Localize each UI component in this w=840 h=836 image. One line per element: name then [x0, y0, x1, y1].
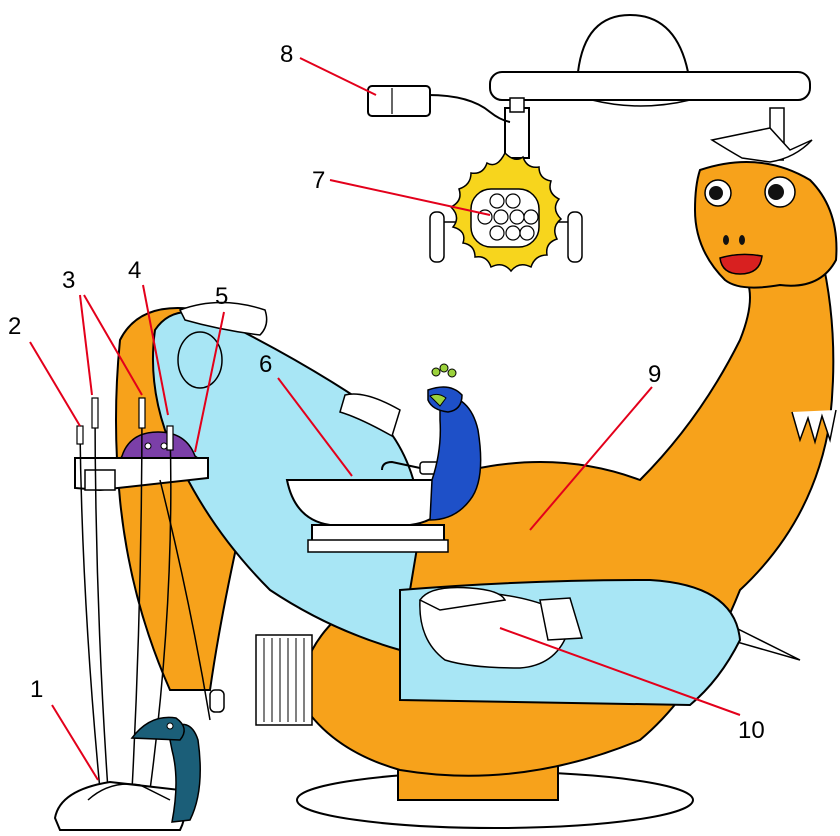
octopus-eye [161, 443, 167, 449]
callout-4: 4 [128, 257, 141, 284]
foot-pedal-base [55, 782, 185, 830]
callout-8: 8 [280, 41, 293, 68]
callout-2: 2 [8, 313, 21, 340]
callout-10: 10 [738, 717, 765, 744]
dinosaur-nostril-left [723, 235, 729, 245]
leader-line-3a [80, 295, 92, 395]
dinosaur-head-crest [712, 128, 812, 162]
lamp-bulb [490, 194, 504, 208]
foot-bird-nub [210, 690, 224, 712]
leader-line-2 [30, 342, 80, 426]
callout-1: 1 [30, 676, 43, 703]
lamp-bulb [490, 226, 504, 240]
octopus-eye [145, 443, 151, 449]
lamp-bulb [510, 210, 524, 224]
callout-3: 3 [62, 267, 75, 294]
foot-bird-head [132, 717, 184, 740]
leader-line-8 [300, 58, 376, 95]
lamp-bulb [506, 194, 520, 208]
foot-bird-eye [167, 723, 173, 729]
tray-holder [85, 470, 115, 490]
cuspidor-platform [308, 540, 448, 552]
dinosaur-nostril-right [739, 235, 745, 245]
foot-control [55, 690, 224, 830]
crest-feather [432, 368, 440, 376]
chair-bellows [256, 635, 312, 725]
air-water-syringe [77, 426, 83, 444]
crest-feather [440, 364, 448, 372]
crest-feather [448, 369, 456, 377]
lamp-handle-left [430, 212, 444, 262]
light-joint [510, 98, 524, 112]
lamp-bulb [520, 226, 534, 240]
dinosaur-pupil-right [768, 184, 784, 200]
dental-handpiece-1 [92, 398, 98, 428]
lamp-bulb [506, 226, 520, 240]
suction-tip [167, 426, 173, 450]
callout-9: 9 [648, 361, 661, 388]
ceiling-dome [578, 15, 688, 72]
callout-7: 7 [312, 167, 325, 194]
light-stem [505, 108, 529, 158]
leader-line-1 [52, 705, 98, 780]
dinosaur-pupil-left [709, 186, 723, 200]
lamp-bulb [524, 210, 538, 224]
headrest [178, 332, 222, 388]
callout-5: 5 [215, 283, 228, 310]
lamp-bulb [494, 210, 508, 224]
dinosaur-collar [792, 410, 836, 442]
sunflower-lamp [451, 153, 561, 271]
peacock-crest [432, 364, 456, 377]
light-arm-bar [490, 72, 810, 100]
callout-6: 6 [259, 351, 272, 378]
monitor-box [368, 86, 430, 116]
lamp-handle-right [568, 212, 582, 262]
dental-handpiece-2 [139, 398, 145, 428]
